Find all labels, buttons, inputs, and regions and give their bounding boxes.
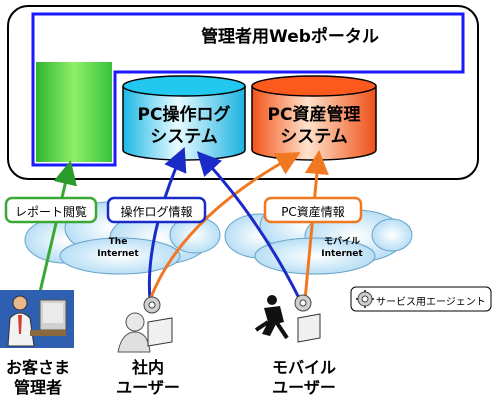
report-label-box	[4, 196, 98, 224]
pc-log-system-db	[122, 75, 246, 161]
internal-log-arrow	[147, 146, 187, 301]
internal-user-caption: 社内 ユーザー	[108, 358, 188, 398]
internal-user-line2: ユーザー	[116, 378, 180, 397]
customer-admin-icon	[0, 290, 74, 348]
oplog-label: 操作ログ情報	[120, 205, 193, 219]
agent-gear-icon-mobile	[294, 294, 312, 312]
internet-cloud-label: The Internet	[88, 236, 148, 260]
pc-asset-system-line2: システム	[280, 127, 348, 147]
portal-green-panel	[36, 62, 112, 162]
portal-frame	[31, 12, 465, 167]
pc-log-system-label: PC操作ログ システム	[123, 104, 245, 148]
customer-admin-caption: お客さま 管理者	[0, 358, 76, 398]
mobile-cloud-line1: モバイル	[323, 237, 360, 247]
mobile-cloud-label: モバイル Internet	[312, 236, 372, 260]
customer-admin-line1: お客さま	[5, 358, 70, 377]
internal-asset-arrow	[148, 152, 301, 301]
mobile-cloud-line2: Internet	[321, 249, 363, 259]
mobile-user-caption: モバイル ユーザー	[262, 358, 346, 398]
pc-log-system-line2: システム	[150, 127, 218, 147]
report-label: レポート閲覧	[14, 205, 87, 219]
mobile-asset-arrow	[303, 150, 329, 301]
report-arrow	[38, 160, 77, 293]
gear-icon	[356, 290, 374, 308]
pc-asset-system-line1: PC資産管理	[267, 105, 361, 125]
mobile-log-arrow	[196, 151, 302, 301]
internet-cloud-line1: The	[108, 237, 128, 247]
pc-asset-system-db	[251, 75, 377, 161]
mobile-user-line1: モバイル	[271, 358, 336, 377]
mobile-user-icon	[254, 295, 321, 343]
internal-user-icon	[117, 312, 173, 353]
oplog-label-box	[106, 196, 207, 224]
legend-label: サービス用エージェント	[376, 297, 486, 308]
asset-label-box	[263, 196, 363, 224]
agent-gear-icon	[143, 296, 161, 314]
pc-log-system-line1: PC操作ログ	[137, 105, 231, 125]
legend-box	[350, 286, 492, 312]
mobile-user-line2: ユーザー	[272, 378, 336, 397]
portal-title: 管理者用Webポータル	[201, 27, 379, 47]
internet-cloud-line2: Internet	[97, 249, 139, 259]
pc-asset-system-label: PC資産管理 システム	[252, 104, 376, 148]
asset-label: PC資産情報	[281, 205, 345, 219]
internal-user-line1: 社内	[131, 358, 164, 377]
customer-admin-line2: 管理者	[13, 378, 62, 397]
